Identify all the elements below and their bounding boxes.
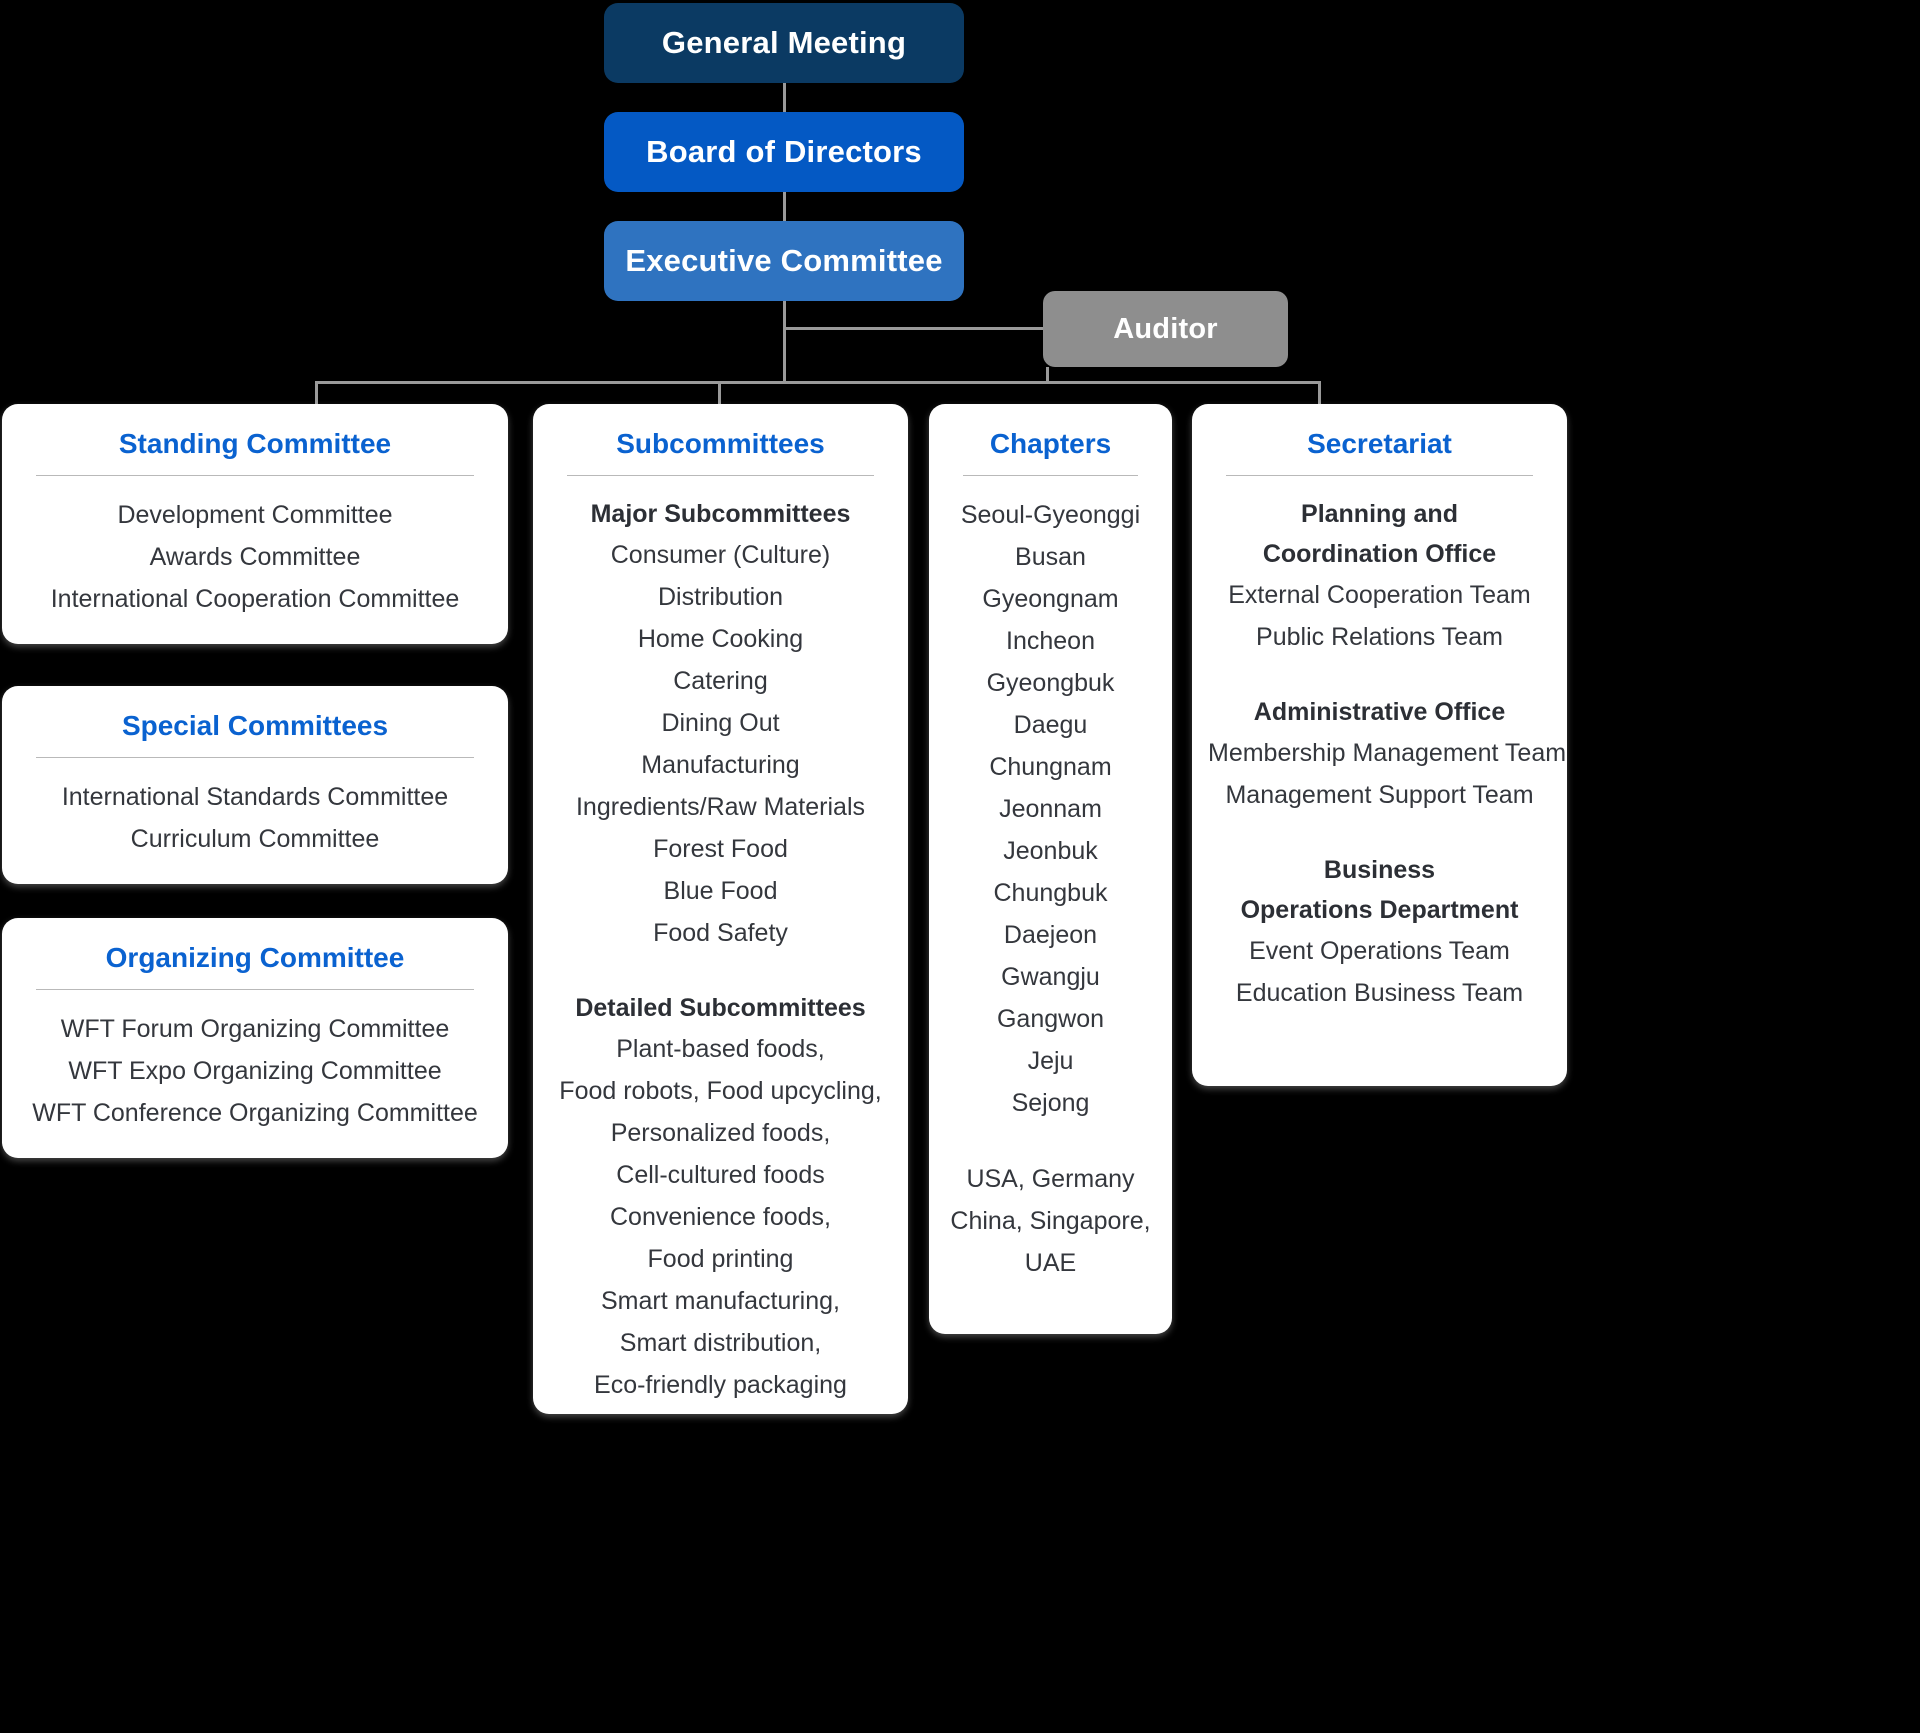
connector-board-to-executive [783, 192, 786, 221]
section-spacer [1208, 658, 1551, 692]
list-item: Eco-friendly packaging [594, 1371, 847, 1399]
list-item: China, Singapore, [950, 1207, 1151, 1235]
card-divider [36, 757, 474, 758]
list-item: Catering [673, 667, 768, 695]
list-item: Incheon [1006, 627, 1095, 655]
list-item: Plant-based foods, [616, 1035, 825, 1063]
group-heading-major-subcommittees: Major Subcommittees [590, 500, 851, 528]
list-item: Jeju [1027, 1047, 1074, 1075]
list-item: Distribution [657, 583, 784, 611]
group-heading-planning-office-line2: Coordination Office [1262, 540, 1497, 568]
card-standing-committee[interactable]: Standing Committee Development Committee… [2, 404, 508, 644]
list-item: Cell-cultured foods [616, 1161, 825, 1189]
list-item: UAE [1024, 1249, 1077, 1277]
node-executive-committee[interactable]: Executive Committee [604, 221, 964, 301]
node-general-meeting-label: General Meeting [661, 25, 907, 60]
group-heading-administrative-office: Administrative Office [1253, 698, 1506, 726]
connector-gm-to-board [783, 83, 786, 112]
list-item: Ingredients/Raw Materials [575, 793, 865, 821]
list-item: Gangwon [996, 1005, 1105, 1033]
card-organizing-committee-title: Organizing Committee [105, 942, 405, 973]
list-item: Daejeon [1003, 921, 1098, 949]
card-divider [36, 989, 474, 990]
list-item: Chungnam [989, 753, 1112, 781]
list-item: Forest Food [653, 835, 788, 863]
section-spacer [549, 954, 892, 988]
card-special-committees-title: Special Committees [121, 710, 389, 741]
list-item: WFT Conference Organizing Committee [32, 1099, 478, 1127]
list-item: USA, Germany [966, 1165, 1135, 1193]
list-item: Smart manufacturing, [601, 1287, 840, 1315]
connector-drop-chapters [1046, 367, 1049, 383]
card-chapters-title: Chapters [989, 428, 1112, 459]
list-item: Personalized foods, [610, 1119, 831, 1147]
list-item: Sejong [1011, 1089, 1090, 1117]
card-secretariat-title: Secretariat [1307, 428, 1452, 459]
connector-executive-stem [783, 301, 786, 329]
section-spacer [945, 1124, 1156, 1158]
list-item: Consumer (Culture) [610, 541, 831, 569]
list-item: Chungbuk [993, 879, 1108, 907]
list-item: Food Safety [653, 919, 788, 947]
section-spacer [1208, 816, 1551, 850]
connector-drop-secretariat [1318, 381, 1321, 406]
card-chapters[interactable]: Chapters Seoul-Gyeonggi Busan Gyeongnam … [929, 404, 1172, 1334]
card-special-committees[interactable]: Special Committees International Standar… [2, 686, 508, 884]
card-subcommittees-title: Subcommittees [616, 428, 825, 459]
list-item: External Cooperation Team [1228, 581, 1531, 609]
list-item: Home Cooking [637, 625, 804, 653]
list-item: Gyeongbuk [986, 669, 1115, 697]
group-heading-business-ops-line1: Business [1323, 856, 1436, 884]
list-item: Gwangju [1001, 963, 1100, 991]
list-item: WFT Forum Organizing Committee [60, 1015, 450, 1043]
list-item: Jeonbuk [1003, 837, 1098, 865]
card-divider [36, 475, 474, 476]
group-heading-detailed-subcommittees: Detailed Subcommittees [575, 994, 866, 1022]
list-item: Daegu [1013, 711, 1088, 739]
list-item: Membership Management Team [1208, 739, 1567, 767]
node-board-of-directors[interactable]: Board of Directors [604, 112, 964, 192]
node-auditor[interactable]: Auditor [1043, 291, 1288, 367]
list-item: WFT Expo Organizing Committee [68, 1057, 442, 1085]
connector-executive-to-auditor [783, 327, 1045, 330]
list-item: Development Committee [117, 501, 393, 529]
list-item: Management Support Team [1225, 781, 1534, 809]
node-auditor-label: Auditor [1113, 312, 1218, 345]
node-executive-committee-label: Executive Committee [625, 243, 943, 278]
list-item: Dining Out [661, 709, 780, 737]
list-item: International Standards Committee [61, 783, 449, 811]
list-item: Busan [1015, 543, 1086, 571]
card-divider [963, 475, 1138, 476]
list-item: Seoul-Gyeonggi [960, 501, 1141, 529]
list-item: Awards Committee [149, 543, 361, 571]
node-board-of-directors-label: Board of Directors [646, 134, 922, 169]
list-item: Event Operations Team [1249, 937, 1510, 965]
connector-executive-to-bus [783, 327, 786, 383]
connector-main-bus [315, 381, 1320, 384]
list-item: Curriculum Committee [130, 825, 380, 853]
list-item: International Cooperation Committee [50, 585, 460, 613]
list-item: Manufacturing [641, 751, 800, 779]
list-item: Jeonnam [999, 795, 1102, 823]
card-standing-committee-title: Standing Committee [118, 428, 392, 459]
group-heading-planning-office-line1: Planning and [1301, 500, 1458, 528]
list-item: Gyeongnam [982, 585, 1119, 613]
node-general-meeting[interactable]: General Meeting [604, 3, 964, 83]
list-item: Smart distribution, [619, 1329, 822, 1357]
connector-drop-standing [315, 381, 318, 406]
list-item: Blue Food [663, 877, 778, 905]
card-divider [567, 475, 874, 476]
card-organizing-committee[interactable]: Organizing Committee WFT Forum Organizin… [2, 918, 508, 1158]
connector-drop-subcommittees [718, 381, 721, 406]
list-item: Public Relations Team [1256, 623, 1503, 651]
list-item: Food robots, Food upcycling, [559, 1077, 882, 1105]
card-divider [1226, 475, 1533, 476]
card-subcommittees[interactable]: Subcommittees Major Subcommittees Consum… [533, 404, 908, 1414]
group-heading-business-ops-line2: Operations Department [1240, 896, 1519, 924]
list-item: Education Business Team [1235, 979, 1524, 1007]
card-secretariat[interactable]: Secretariat Planning and Coordination Of… [1192, 404, 1567, 1086]
list-item: Convenience foods, [610, 1203, 831, 1231]
list-item: Food printing [647, 1245, 794, 1273]
